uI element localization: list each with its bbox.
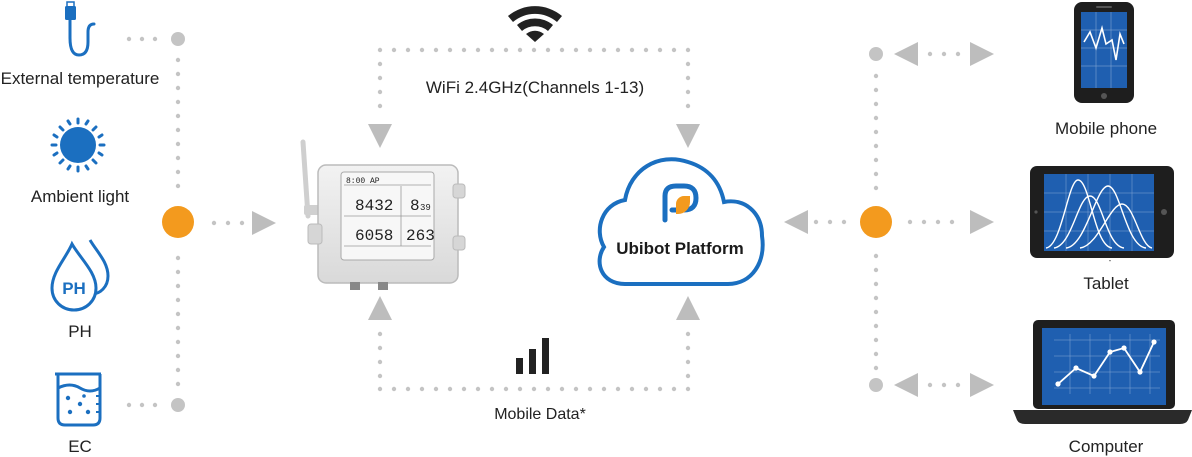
wifi-icon <box>508 6 562 42</box>
mobile-link <box>368 296 700 392</box>
sensor-label-ph: PH <box>68 322 92 341</box>
wifi-label: WiFi 2.4GHz(Channels 1-13) <box>425 78 645 97</box>
antenna <box>300 139 311 219</box>
device-reading-4: 263 <box>406 227 435 245</box>
top-sensor-line <box>126 32 185 46</box>
mobile-arrow-from-platform <box>676 296 700 320</box>
sensor-label-ec: EC <box>68 437 92 456</box>
mobile-left-line <box>377 331 383 379</box>
arrow-to-device <box>252 211 276 235</box>
arrow-to-platform <box>784 210 808 234</box>
device-reading-2-sub: 39 <box>420 203 431 213</box>
sensor-connectors <box>126 32 245 412</box>
mobile-phone-icon <box>1074 2 1134 103</box>
tablet-caption-dash: - <box>1109 256 1112 265</box>
tablet-icon <box>1030 166 1174 258</box>
hub-to-platform-line <box>813 219 847 225</box>
mobile-right-line <box>685 331 691 379</box>
bottom-sensor-line <box>126 398 185 412</box>
signal-bars-icon <box>516 338 549 374</box>
hub-to-device-line <box>211 220 245 226</box>
device-screen: 8:00 AP 8432 8 39 6058 263 <box>346 177 435 245</box>
sensor-label-ambient-light: Ambient light <box>30 187 130 206</box>
client-connectors <box>813 42 994 397</box>
hub-to-tablet-line <box>907 219 955 225</box>
mobile-arrow-from-device <box>368 296 392 320</box>
usb-probe-icon <box>65 1 96 57</box>
sun-icon <box>50 117 106 173</box>
wifi-arrow-to-device <box>368 124 392 148</box>
svg-text:PH: PH <box>62 279 86 298</box>
mobile-data-label: Mobile Data* <box>494 406 586 423</box>
wifi-top-line <box>377 47 691 53</box>
wifi-arrow-to-platform <box>676 124 700 148</box>
client-label-tablet: Tablet <box>1083 274 1129 293</box>
client-hub-node <box>860 206 892 238</box>
laptop-icon <box>1013 320 1192 424</box>
arrow-to-tablet <box>970 210 994 234</box>
device-reading-1: 8432 <box>355 197 393 215</box>
sensor-label-external-temperature: External temperature <box>0 69 160 88</box>
beaker-icon <box>55 372 102 427</box>
sensor-trunk <box>175 57 181 387</box>
wifi-left-line <box>377 61 383 109</box>
top-client-node <box>869 47 883 61</box>
client-label-mobile-phone: Mobile phone <box>1054 119 1158 138</box>
bottom-client-node <box>869 378 883 392</box>
cloud-icon <box>597 157 765 286</box>
client-label-computer: Computer <box>1068 437 1144 456</box>
wifi-right-line <box>685 61 691 109</box>
client-trunk <box>873 73 879 371</box>
device-reading-3: 6058 <box>355 227 393 245</box>
device-status-text: 8:00 AP <box>346 177 380 186</box>
platform-name: Ubibot Platform <box>616 239 744 258</box>
device-reading-2: 8 <box>410 197 420 215</box>
ph-drop-icon: PH <box>50 239 110 312</box>
wifi-link <box>368 47 700 148</box>
mobile-bottom-line <box>377 386 691 392</box>
data-logger-device-icon <box>300 139 466 290</box>
sensor-hub-node <box>162 206 194 238</box>
